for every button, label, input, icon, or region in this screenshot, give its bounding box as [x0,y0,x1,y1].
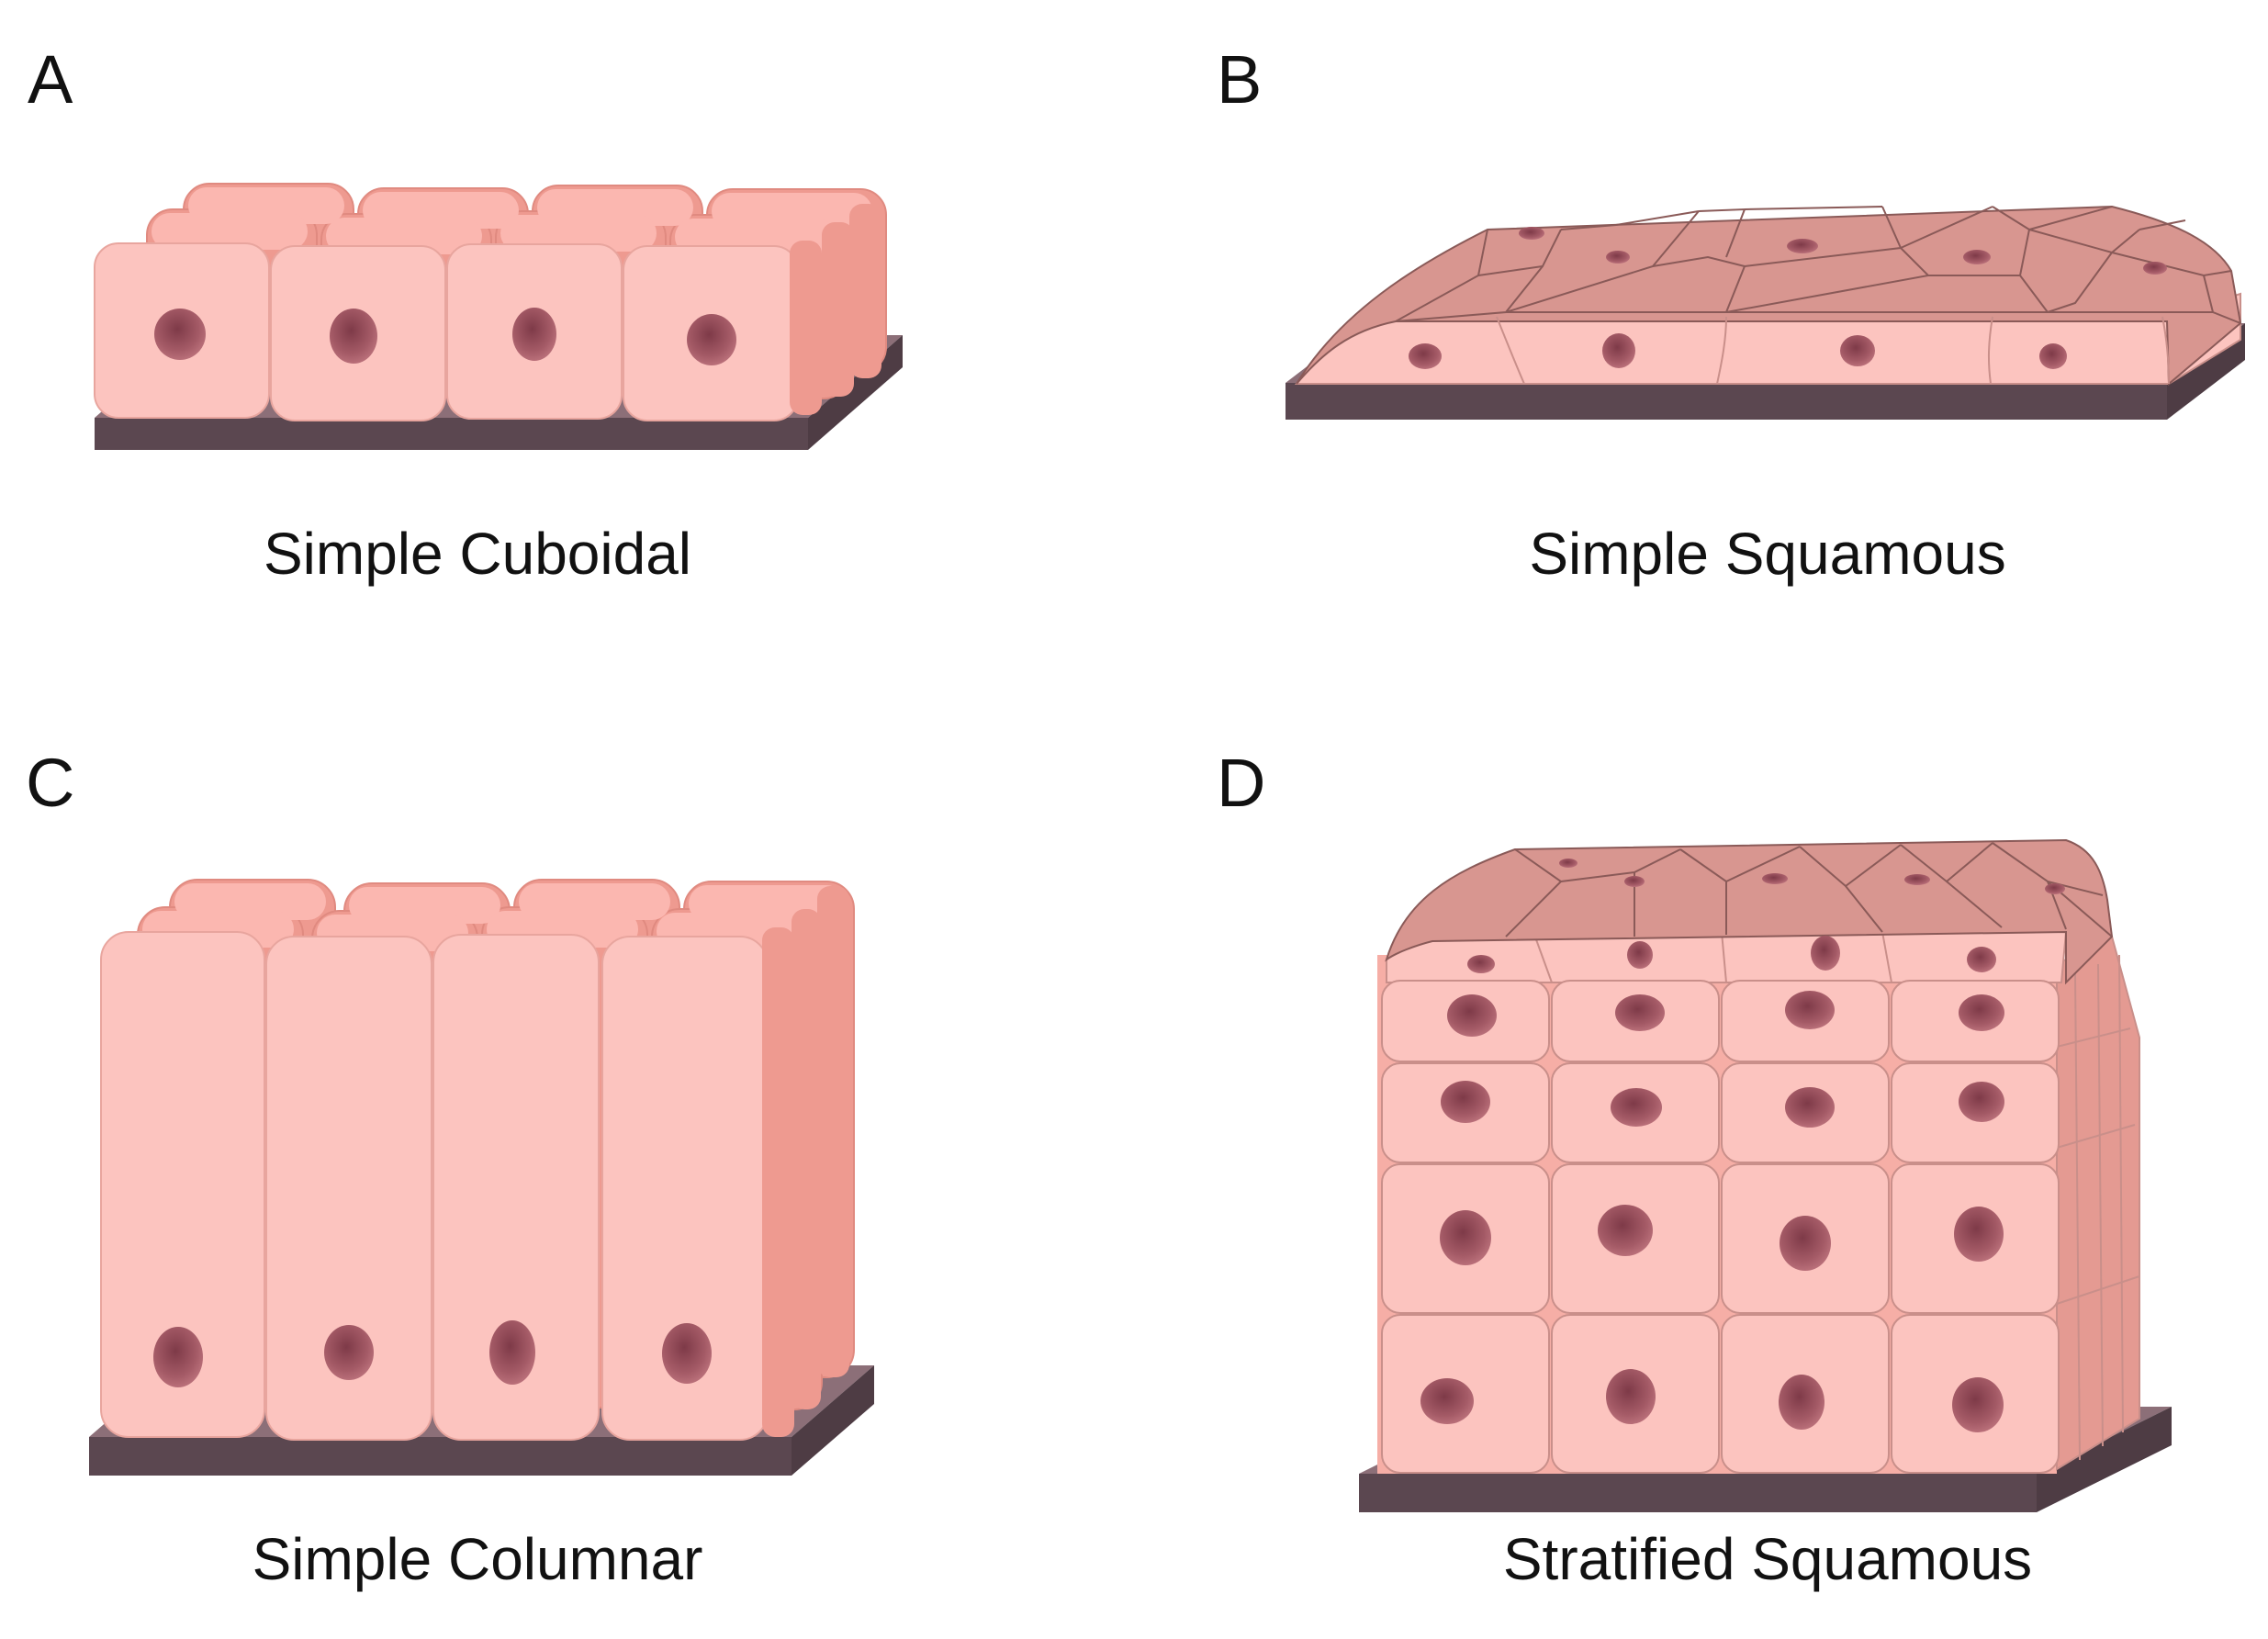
nucleus [1963,250,1991,264]
nucleus [1420,1378,1474,1424]
nucleus [1952,1377,2004,1432]
squamous-top-sheet [1385,838,2114,985]
panel-d-letter: D [1217,745,1265,821]
panel-a: A [28,41,903,587]
panel-a-illustration [94,183,903,450]
nucleus [2045,883,2065,894]
nucleus [1611,1088,1662,1127]
nucleus [1762,873,1788,884]
squamous-top-sheet [1296,205,2242,387]
panel-c-caption: Simple Columnar [253,1526,703,1592]
nucleus [1959,994,2004,1031]
nucleus [687,314,736,365]
panel-b-caption: Simple Squamous [1529,521,2005,587]
nucleus [1559,859,1577,868]
nucleus [1519,227,1544,240]
nucleus [1409,343,1442,369]
nucleus [1627,941,1653,969]
nucleus [1785,991,1835,1029]
nucleus [512,308,556,361]
nucleus [489,1320,535,1385]
nucleus [154,309,206,360]
nucleus [1785,1087,1835,1128]
nucleus [1440,1210,1491,1265]
nucleus [1780,1216,1831,1271]
panel-b-illustration [1286,205,2245,420]
panel-b: B [1217,41,2245,587]
nucleus [1954,1207,2004,1262]
columnar-cell [432,934,600,1441]
nucleus [1787,239,1818,253]
panel-a-caption: Simple Cuboidal [264,521,691,587]
nucleus [1606,1369,1656,1424]
columnar-cell [265,936,432,1441]
nucleus [1967,947,1996,972]
nucleus [662,1323,712,1384]
nucleus [2039,343,2067,369]
nucleus [1904,874,1930,885]
panel-d-illustration [1359,838,2172,1512]
nucleus [1615,994,1665,1031]
nucleus [1779,1375,1825,1430]
panel-d: D [1217,745,2172,1592]
nucleus [1441,1081,1490,1123]
panel-d-caption: Stratified Squamous [1503,1526,2032,1592]
nucleus [1447,994,1497,1037]
nucleus [1602,333,1635,368]
panel-c: C [26,745,874,1592]
nucleus [1467,955,1495,973]
nucleus [1624,876,1645,887]
columnar-cell [100,931,265,1438]
nucleus [1959,1082,2004,1122]
panel-b-letter: B [1217,41,1262,118]
nucleus [153,1327,203,1387]
nucleus [324,1325,374,1380]
nucleus [1840,335,1875,366]
nucleus [1606,251,1630,264]
nucleus [2143,262,2167,275]
nucleus [1598,1205,1653,1256]
nucleus [330,309,377,364]
panel-a-letter: A [28,41,73,118]
nucleus [1811,936,1840,971]
panel-c-letter: C [26,745,74,821]
panel-c-illustration [89,879,874,1476]
